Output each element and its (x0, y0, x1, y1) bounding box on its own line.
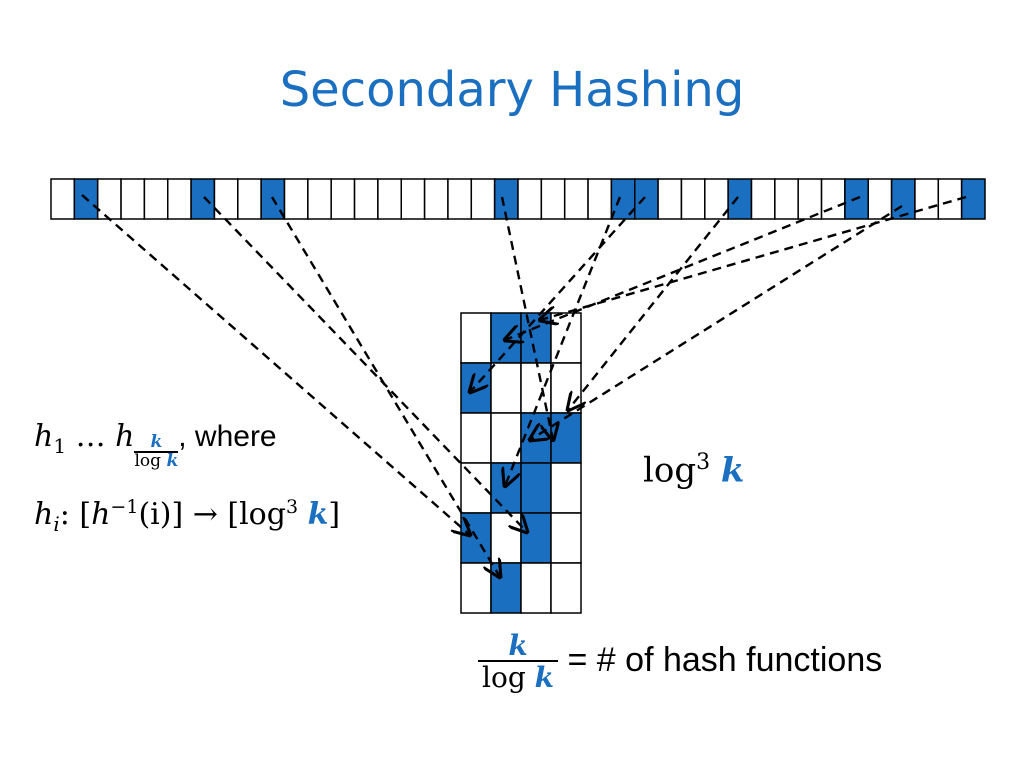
bucket-cell (520, 562, 552, 614)
hash-arrows (81, 194, 967, 577)
cube-superscript: 3 (285, 496, 299, 518)
array-cell (50, 178, 76, 220)
array-cell (563, 178, 589, 220)
array-cell (237, 178, 262, 220)
count-text: = # of hash functions (558, 640, 883, 679)
array-cell (470, 178, 496, 220)
bucket-cell (550, 562, 582, 614)
h-symbol-last: h (115, 419, 135, 454)
where-text: , where (178, 420, 277, 453)
array-cell (540, 178, 566, 220)
hash-arrow (530, 204, 903, 440)
bucket-cell (550, 362, 582, 414)
array-cell (587, 178, 613, 220)
array-cell (423, 178, 449, 220)
bucket-cell-filled (490, 462, 522, 514)
bucket-cell-filled (490, 312, 522, 364)
array-cell (120, 178, 146, 220)
slide-title: Secondary Hashing (279, 62, 745, 118)
log-text: log (643, 450, 697, 491)
secondary-bucket-grid (460, 312, 582, 614)
bucket-cell-filled (520, 462, 552, 514)
bucket-cell (460, 462, 492, 514)
array-cell (914, 178, 940, 220)
ellipsis: … (75, 419, 106, 454)
k-var: k (307, 497, 329, 532)
bucket-cell-filled (520, 412, 552, 464)
bucket-cell-filled (550, 412, 582, 464)
bucket-cell (550, 312, 582, 364)
log-text: log (134, 451, 162, 471)
bucket-cell (550, 512, 582, 564)
array-cell (447, 178, 473, 220)
hash-arrow (81, 194, 470, 535)
top-hash-array (50, 178, 986, 220)
bucket-size-label: log3 k (643, 450, 745, 491)
log-text: log (482, 661, 526, 694)
bucket-cell (490, 362, 522, 414)
array-cell (307, 178, 332, 220)
h-symbol: h (34, 419, 54, 454)
array-cell (657, 178, 683, 220)
array-cell-filled (960, 178, 986, 220)
array-cell (353, 178, 379, 220)
array-cell-filled (890, 178, 916, 220)
fraction-denominator: log k (478, 660, 559, 694)
array-cell (330, 178, 356, 220)
cube-superscript: 3 (696, 450, 711, 475)
array-cell-filled (190, 178, 216, 220)
k-var: k (534, 661, 555, 694)
hash-arrow (500, 196, 553, 440)
colon-bracket: : [ (59, 497, 92, 532)
hash-arrow (505, 195, 861, 340)
array-cell (96, 178, 122, 220)
hash-arrow (203, 196, 527, 532)
hash-arrow (470, 196, 646, 392)
inverse-argument: (i) (138, 497, 172, 532)
h-symbol: h (34, 497, 54, 532)
subscript-i: i (53, 512, 60, 536)
inverse-superscript: −1 (110, 496, 139, 518)
array-cell (143, 178, 169, 220)
close-bracket: ] (328, 497, 341, 532)
inverse-h: h (91, 497, 111, 532)
k-var: k (720, 450, 745, 491)
bucket-cell (460, 412, 492, 464)
bucket-cell-filled (520, 512, 552, 564)
bucket-cell-filled (520, 312, 552, 364)
bucket-cell (460, 562, 492, 614)
array-cell (867, 178, 893, 220)
array-cell (400, 178, 426, 220)
k-var: k (166, 451, 179, 471)
array-cell-filled (727, 178, 753, 220)
subscript-1: 1 (53, 434, 67, 458)
array-cell (797, 178, 823, 220)
hash-mapping-formula: hi: [h−1(i)] → [log3 k] (34, 496, 341, 536)
array-cell (517, 178, 543, 220)
array-cell (377, 178, 402, 220)
fraction-numerator: k (508, 629, 528, 662)
bucket-cell (490, 512, 522, 564)
fraction-numerator: k (150, 432, 163, 452)
fraction-denominator: log k (134, 451, 179, 471)
array-cell (167, 178, 192, 220)
hash-arrow (568, 196, 739, 410)
bucket-cell (550, 462, 582, 514)
array-cell (680, 178, 706, 220)
arrow-log: ] → [log (171, 497, 286, 532)
array-cell (774, 178, 799, 220)
array-cell (750, 178, 776, 220)
array-cell (820, 178, 846, 220)
bucket-cell-filled (460, 362, 492, 414)
array-cell-filled (634, 178, 659, 220)
array-cell (283, 178, 309, 220)
bucket-cell (460, 312, 492, 364)
